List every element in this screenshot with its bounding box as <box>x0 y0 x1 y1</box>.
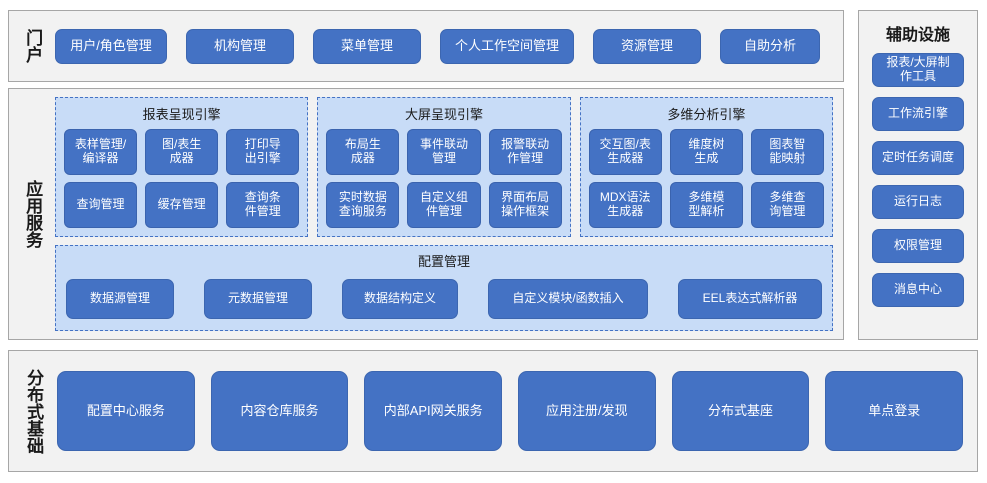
dist-item-distributed-base[interactable]: 分布式基座 <box>671 371 810 451</box>
engine-panel-bigscreen-rendering: 大屏呈现引擎 布局生 成器 事件联动 管理 报警联动 作管理 实时数据 查询服务… <box>317 97 571 237</box>
portal-item-self-service-analysis[interactable]: 自助分析 <box>720 28 820 64</box>
engine-item-template-management-compiler[interactable]: 表样管理/ 编译器 <box>64 129 138 175</box>
engine-item-event-linkage-management[interactable]: 事件联动 管理 <box>407 129 481 175</box>
engine-item-multidim-query-management[interactable]: 多维查 询管理 <box>750 182 824 228</box>
engine-title-bigscreen-rendering: 大屏呈现引擎 <box>404 107 483 122</box>
portal-item-personal-workspace-management[interactable]: 个人工作空间管理 <box>440 28 574 64</box>
engine-item-mdx-syntax-generator[interactable]: MDX语法 生成器 <box>588 182 662 228</box>
engine-item-interactive-chart-table-generator[interactable]: 交互图/表 生成器 <box>588 129 662 175</box>
distributed-foundation-row: 配置中心服务 内容仓库服务 内部API网关服务 应用注册/发现 分布式基座 单点… <box>57 351 977 471</box>
engine-item-alarm-linkage-action-management[interactable]: 报警联动 作管理 <box>488 129 562 175</box>
engine-item-print-export-engine[interactable]: 打印导 出引擎 <box>226 129 300 175</box>
engine-panel-report-rendering: 报表呈现引擎 表样管理/ 编译器 图/表生 成器 打印导 出引擎 查询管理 缓存… <box>55 97 309 237</box>
aux-item-permission-management[interactable]: 权限管理 <box>872 229 964 263</box>
distributed-foundation-label: 分布式基础 <box>9 351 57 471</box>
engine-grid-bigscreen-rendering: 布局生 成器 事件联动 管理 报警联动 作管理 实时数据 查询服务 自定义组 件… <box>326 129 562 228</box>
portal-item-menu-management[interactable]: 菜单管理 <box>313 28 421 64</box>
application-service-label-text: 应用服务 <box>23 180 43 248</box>
engine-panel-multidim-analysis: 多维分析引擎 交互图/表 生成器 维度树 生成 图表智 能映射 MDX语法 生成… <box>579 97 833 237</box>
aux-item-report-screen-authoring-tool[interactable]: 报表/大屏制 作工具 <box>872 53 964 87</box>
application-service-section: 应用服务 报表呈现引擎 表样管理/ 编译器 图/表生 成器 打印导 出引擎 查询… <box>8 88 844 340</box>
engine-item-query-management[interactable]: 查询管理 <box>64 182 138 228</box>
dist-item-internal-api-gateway-service[interactable]: 内部API网关服务 <box>364 371 503 451</box>
aux-facilities-list: 报表/大屏制 作工具 工作流引擎 定时任务调度 运行日志 权限管理 消息中心 <box>859 53 977 307</box>
engine-item-chart-table-generator[interactable]: 图/表生 成器 <box>145 129 219 175</box>
dist-item-config-center-service[interactable]: 配置中心服务 <box>57 371 195 451</box>
distributed-foundation-section: 分布式基础 配置中心服务 内容仓库服务 内部API网关服务 应用注册/发现 分布… <box>8 350 978 472</box>
portal-item-user-role-management[interactable]: 用户/角色管理 <box>55 28 167 64</box>
engine-item-chart-smart-mapping[interactable]: 图表智 能映射 <box>750 129 824 175</box>
engine-item-multidim-model-parsing[interactable]: 多维模 型解析 <box>669 182 743 228</box>
engine-grid-multidim-analysis: 交互图/表 生成器 维度树 生成 图表智 能映射 MDX语法 生成器 多维模 型… <box>588 129 824 228</box>
distributed-foundation-label-text: 分布式基础 <box>24 368 44 454</box>
config-item-eel-expression-parser[interactable]: EEL表达式解析器 <box>678 278 822 319</box>
aux-item-workflow-engine[interactable]: 工作流引擎 <box>872 97 964 131</box>
portal-section: 门户 用户/角色管理 机构管理 菜单管理 个人工作空间管理 资源管理 自助分析 <box>8 10 844 82</box>
dist-item-single-sign-on[interactable]: 单点登录 <box>825 371 964 451</box>
aux-item-message-center[interactable]: 消息中心 <box>872 273 964 307</box>
application-service-label: 应用服务 <box>9 89 55 339</box>
config-management-panel: 配置管理 数据源管理 元数据管理 数据结构定义 自定义模块/函数插入 EEL表达… <box>55 245 833 331</box>
config-management-title: 配置管理 <box>417 254 470 269</box>
config-management-row: 数据源管理 元数据管理 数据结构定义 自定义模块/函数插入 EEL表达式解析器 <box>66 275 822 322</box>
application-service-body: 报表呈现引擎 表样管理/ 编译器 图/表生 成器 打印导 出引擎 查询管理 缓存… <box>55 89 843 339</box>
engine-item-query-condition-management[interactable]: 查询条 件管理 <box>226 182 300 228</box>
engine-grid-report-rendering: 表样管理/ 编译器 图/表生 成器 打印导 出引擎 查询管理 缓存管理 查询条 … <box>64 129 300 228</box>
portal-item-org-management[interactable]: 机构管理 <box>186 28 294 64</box>
portal-section-label-text: 门户 <box>23 29 43 63</box>
engine-title-multidim-analysis: 多维分析引擎 <box>667 107 746 122</box>
engine-item-realtime-data-query-service[interactable]: 实时数据 查询服务 <box>326 182 400 228</box>
portal-item-resource-management[interactable]: 资源管理 <box>593 28 701 64</box>
aux-item-runtime-log[interactable]: 运行日志 <box>872 185 964 219</box>
aux-facilities-title: 辅助设施 <box>885 27 950 44</box>
config-item-custom-module-function-insert[interactable]: 自定义模块/函数插入 <box>488 278 648 319</box>
engine-item-ui-layout-operation-framework[interactable]: 界面布局 操作框架 <box>488 182 562 228</box>
engine-item-layout-generator[interactable]: 布局生 成器 <box>326 129 400 175</box>
aux-item-scheduled-task-scheduler[interactable]: 定时任务调度 <box>872 141 964 175</box>
config-item-data-structure-definition[interactable]: 数据结构定义 <box>342 278 458 319</box>
engines-row: 报表呈现引擎 表样管理/ 编译器 图/表生 成器 打印导 出引擎 查询管理 缓存… <box>55 97 833 237</box>
config-item-datasource-management[interactable]: 数据源管理 <box>66 278 174 319</box>
dist-item-content-repository-service[interactable]: 内容仓库服务 <box>210 371 349 451</box>
config-item-metadata-management[interactable]: 元数据管理 <box>204 278 312 319</box>
aux-facilities-section: 辅助设施 报表/大屏制 作工具 工作流引擎 定时任务调度 运行日志 权限管理 消… <box>858 10 978 340</box>
engine-item-dimension-tree-generation[interactable]: 维度树 生成 <box>669 129 743 175</box>
dist-item-app-registration-discovery[interactable]: 应用注册/发现 <box>518 371 656 451</box>
engine-title-report-rendering: 报表呈现引擎 <box>142 107 221 122</box>
portal-button-row: 用户/角色管理 机构管理 菜单管理 个人工作空间管理 资源管理 自助分析 <box>55 11 843 81</box>
portal-section-label: 门户 <box>9 11 55 81</box>
engine-item-cache-management[interactable]: 缓存管理 <box>145 182 219 228</box>
engine-item-custom-component-management[interactable]: 自定义组 件管理 <box>407 182 481 228</box>
